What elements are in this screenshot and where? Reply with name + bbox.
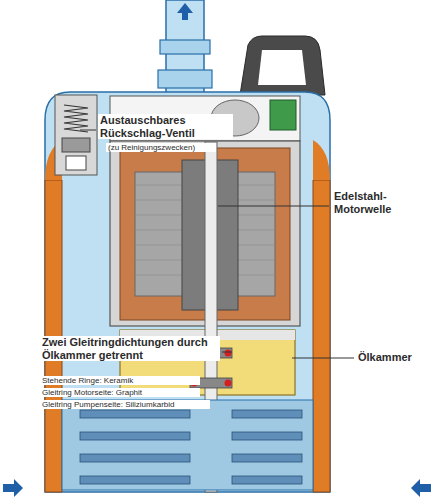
note-label: Gleitring Pumpenseite: Siliziumkarbid: [40, 400, 210, 409]
note-label: Gleitring Motorseite: Graphit: [40, 388, 200, 397]
part-label: Ölkammer: [356, 351, 430, 364]
part-label: Austauschbares Rückschlag-Ventil: [98, 114, 233, 139]
part-label: Edelstahl-Motorwelle: [332, 190, 430, 215]
note-label: Stehende Ringe: Keramik: [40, 376, 200, 385]
note-label: (zu Reinigungszwecken): [106, 143, 216, 152]
part-label: Zwei Gleitringdichtungen durch Ölkammer …: [40, 336, 220, 361]
